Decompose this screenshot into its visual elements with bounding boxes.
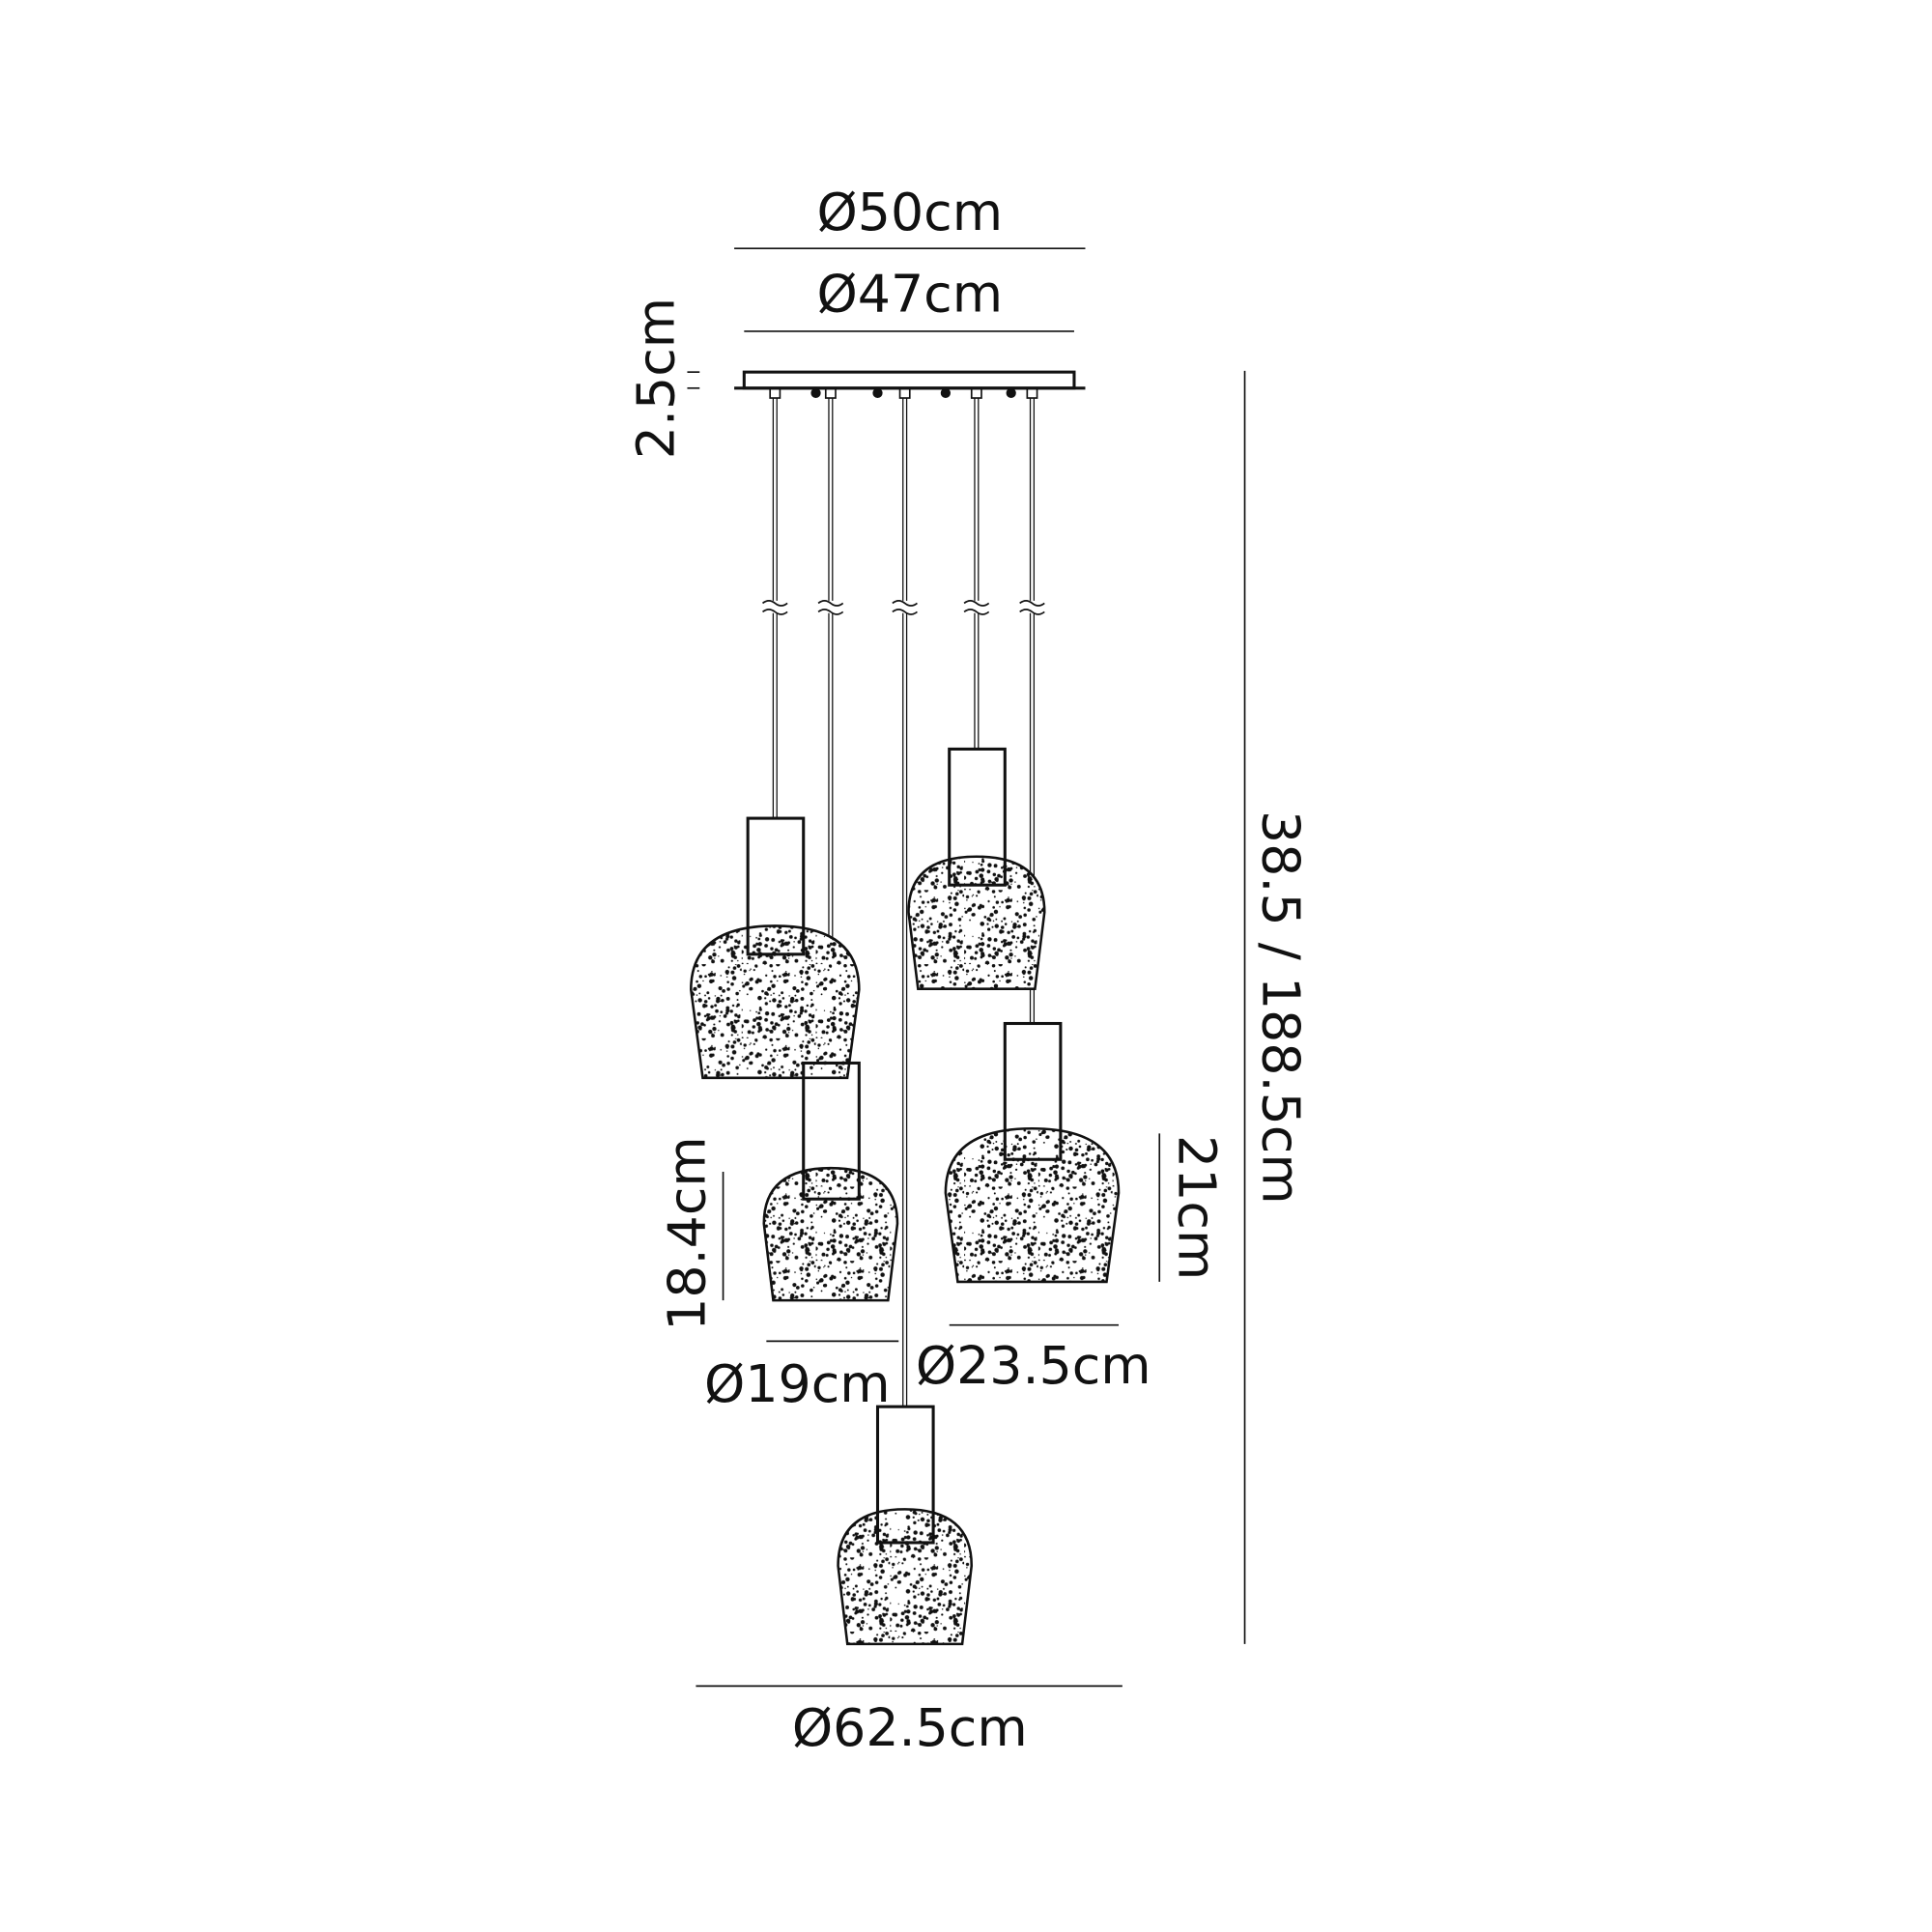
cable-connector (769, 386, 781, 399)
suspension-cables (761, 398, 1045, 1407)
lamp-holder (1003, 1021, 1063, 1161)
pendant-shade (907, 747, 1046, 990)
cable-break-mark (761, 600, 788, 615)
lamp-holder (875, 1405, 935, 1545)
pendant-shade (690, 816, 861, 1080)
ceiling-canopy (734, 370, 1086, 399)
cable-break-mark (1019, 600, 1045, 615)
canopy-screw (940, 387, 952, 399)
canopy-outer-diameter-label: Ø50cm (816, 182, 1003, 242)
suspension-cable (761, 398, 788, 819)
cable-connector (970, 386, 982, 399)
lamp-holder (746, 816, 806, 956)
pendant-shade (762, 1061, 899, 1302)
pendant-shade (837, 1405, 974, 1646)
pendant-shades (690, 747, 1121, 1646)
canopy-screw (872, 387, 883, 399)
canopy-screw (810, 387, 821, 399)
large-shade-diameter-label: Ø23.5cm (916, 1335, 1151, 1396)
small-shade-diameter-label: Ø19cm (704, 1353, 891, 1414)
suspension-cable (963, 398, 990, 750)
cable-connector (824, 386, 837, 399)
lamp-holder (948, 747, 1007, 887)
canopy-inner-diameter-label: Ø47cm (816, 263, 1003, 324)
canopy-screw (1006, 387, 1016, 399)
lamp-holder (802, 1061, 861, 1201)
cable-connector (898, 386, 911, 399)
canopy-height-label: 2.5cm (625, 298, 686, 459)
overall-height-label: 38.5 / 188.5cm (1251, 810, 1312, 1205)
cable-break-mark (817, 600, 844, 615)
cable-break-mark (892, 600, 918, 615)
overall-diameter-label: Ø62.5cm (792, 1697, 1028, 1758)
large-shade-height-label: 21cm (1167, 1135, 1228, 1280)
cable-break-mark (963, 600, 990, 615)
pendant-shade (944, 1021, 1121, 1284)
small-shade-height-label: 18.4cm (656, 1136, 717, 1331)
suspension-cable (892, 398, 918, 1407)
cable-connector (1026, 386, 1038, 399)
